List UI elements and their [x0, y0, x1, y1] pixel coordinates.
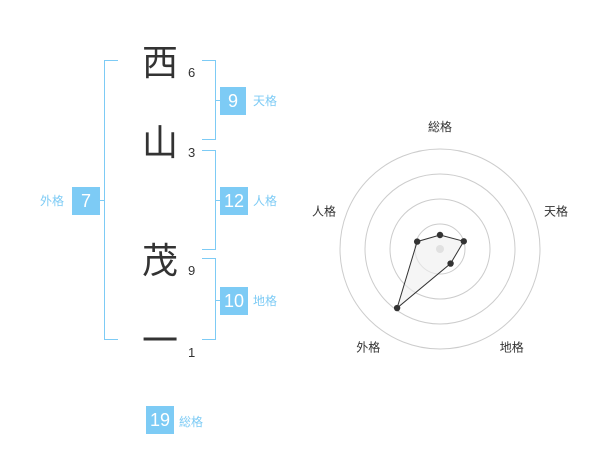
chikaku-connector [216, 300, 220, 301]
radar-ring-3 [364, 173, 516, 325]
name-char-4: 一 [142, 321, 179, 362]
radar-ring-4 [339, 148, 541, 350]
radar-point-2 [460, 238, 467, 245]
radar-ring-2 [389, 198, 491, 300]
name-char-3: 茂 [142, 241, 179, 282]
jinkaku-connector [216, 200, 220, 201]
tenkaku-connector [216, 100, 220, 101]
jinkaku-bracket [202, 150, 216, 250]
name-char-2: 山 [142, 123, 179, 164]
gaikaku-label: 外格 [40, 194, 65, 208]
stroke-count-2: 3 [188, 145, 196, 160]
stroke-count-4: 1 [188, 345, 196, 360]
radar-point-1 [436, 231, 444, 239]
jinkaku-value: 12 [220, 187, 248, 215]
chikaku-label: 地格 [253, 294, 278, 308]
radar-polygon [396, 234, 465, 310]
tenkaku-value: 9 [220, 87, 246, 115]
name-char-1: 西 [142, 43, 179, 84]
chikaku-value: 10 [220, 287, 248, 315]
jinkaku-label: 人格 [253, 194, 278, 208]
soukaku-label: 総格 [179, 415, 204, 429]
radar-axis-label-1: 総格 [428, 119, 452, 134]
gaikaku-connector [100, 200, 104, 201]
gaikaku-bracket [104, 60, 118, 340]
gaikaku-value: 7 [72, 187, 100, 215]
radar-axis-label-5: 人格 [312, 203, 336, 218]
stroke-count-3: 9 [188, 263, 196, 278]
radar-point-4 [393, 304, 401, 312]
tenkaku-label: 天格 [253, 94, 278, 108]
radar-point-3 [447, 260, 454, 267]
tenkaku-bracket [202, 60, 216, 140]
soukaku-value: 19 [146, 406, 174, 434]
radar-axis-label-3: 地格 [500, 340, 524, 355]
radar-axis-label-2: 天格 [544, 203, 568, 218]
chikaku-bracket [202, 258, 216, 340]
stroke-count-1: 6 [188, 65, 196, 80]
radar-point-5 [413, 238, 421, 245]
radar-axis-label-4: 外格 [356, 340, 380, 355]
